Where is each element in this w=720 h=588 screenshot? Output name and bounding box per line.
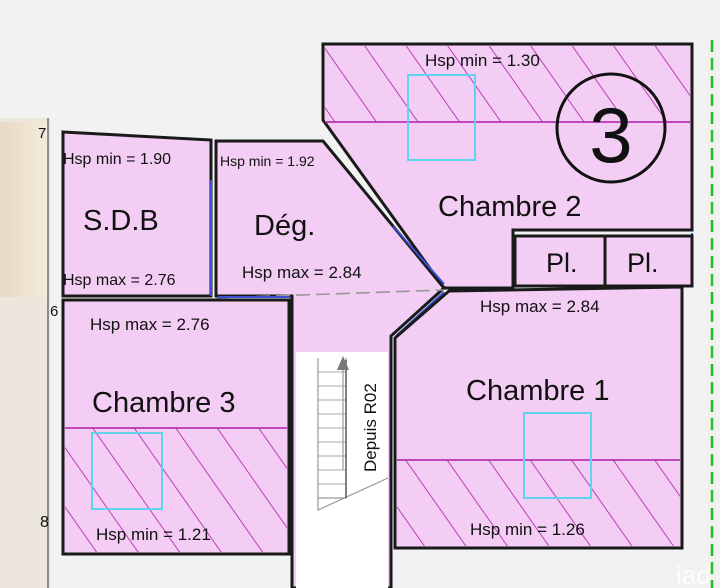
chambre-2-hatched-zone [325,46,690,122]
chambre-1-hsp-max: Hsp max = 2.84 [480,297,600,316]
chambre-3-skylight [91,432,163,510]
floor-number-badge [555,72,667,184]
chambre-3-hsp-max: Hsp max = 2.76 [90,315,210,334]
floor-number: 3 [589,91,632,179]
chambre-2-name: Chambre 2 [438,191,581,223]
deg-hsp-min: Hsp min = 1.92 [220,153,315,169]
chambre-3-name: Chambre 3 [92,387,235,419]
stairs-label: Depuis R02 [361,383,380,472]
deg-hsp-max: Hsp max = 2.84 [242,263,362,282]
chambre-1-skylight [523,412,592,499]
edge-mark-top: 7 [38,125,46,142]
edge-mark-middle: 6 [50,303,58,320]
room-chambre-3 [61,298,291,556]
chambre-3-hsp-min: Hsp min = 1.21 [96,525,211,544]
sdb-name: S.D.B [83,205,159,237]
sdb-hsp-min: Hsp min = 1.90 [63,151,171,168]
room-chambre-1 [393,285,684,550]
chambre-1-name: Chambre 1 [466,375,609,407]
left-wall-texture [0,122,48,297]
staircase [296,352,389,588]
room-sdb [61,130,213,298]
chambre-2-hsp-min: Hsp min = 1.30 [425,51,540,70]
placard-1-name: Pl. [546,248,578,278]
edge-mark-bottom: 8 [40,514,49,531]
deg-name: Dég. [254,210,315,242]
chambre-1-hatched-zone [397,460,680,546]
watermark: iad [676,560,711,588]
stair-arrow-icon [337,356,349,370]
deg-window-1 [392,225,445,285]
chambre-3-hatched-zone [65,428,287,552]
room-chambre-2 [321,42,694,290]
room-placard-2 [603,234,694,288]
room-placard-1 [513,234,607,288]
placard-2-name: Pl. [627,248,659,278]
chambre-2-skylight [407,74,476,161]
sdb-hsp-max: Hsp max = 2.76 [63,272,176,289]
chambre-1-hsp-min: Hsp min = 1.26 [470,520,585,539]
roof-line [215,289,445,299]
